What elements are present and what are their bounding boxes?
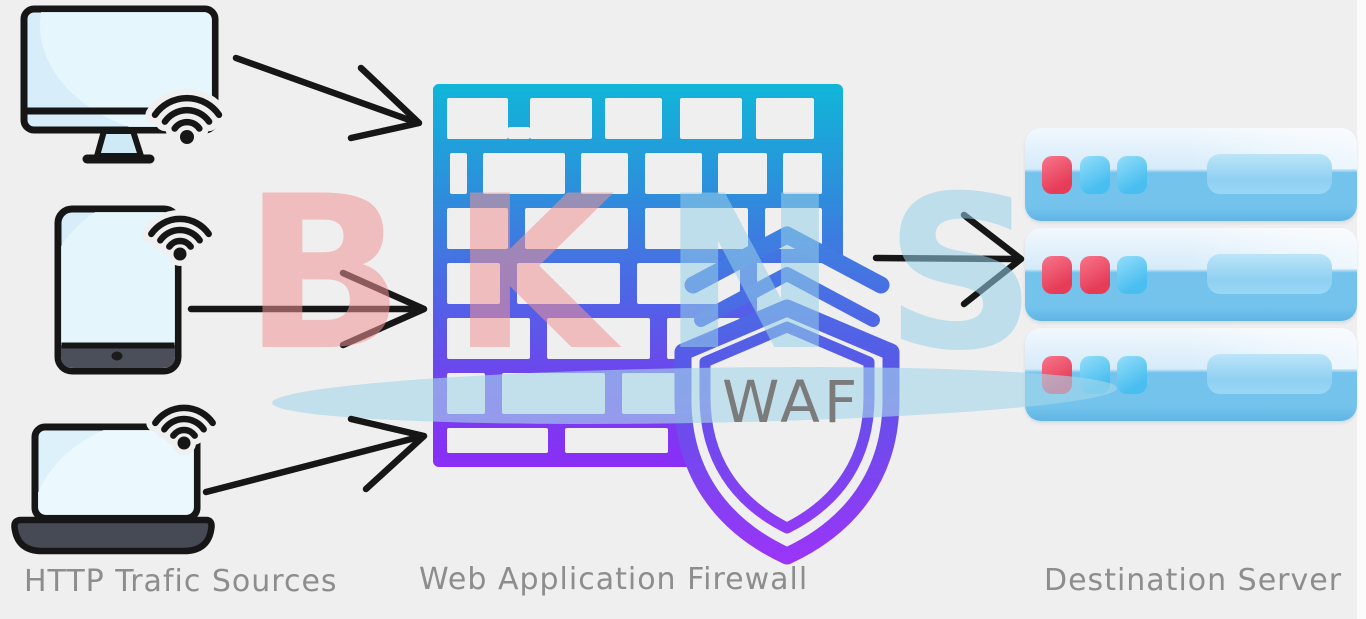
server-unit — [1025, 128, 1357, 221]
server-unit — [1025, 228, 1357, 321]
wifi-icon — [146, 398, 222, 455]
wall-brick-gap — [565, 428, 668, 453]
wall-brick-gap — [756, 98, 814, 139]
server-vent-slot — [1207, 254, 1332, 294]
watermark-letter: K — [450, 150, 661, 397]
wall-brick-gap — [680, 98, 742, 139]
wall-brick-gap — [447, 428, 548, 453]
arrow-laptop-to-firewall — [202, 415, 428, 496]
server-led-blue — [1117, 356, 1147, 394]
server-vent-slot — [1207, 354, 1332, 394]
server-led-blue — [1080, 156, 1110, 194]
destination-label: Destination Server — [1044, 563, 1343, 598]
wifi-icon — [145, 88, 229, 150]
server-led-blue — [1117, 256, 1147, 294]
server-led-red — [1042, 156, 1072, 194]
wall-brick-gap — [508, 127, 530, 139]
sources-label: HTTP Trafic Sources — [24, 564, 338, 599]
wall-brick-gap — [447, 98, 508, 139]
right-gutter — [1357, 0, 1366, 619]
server-vent-slot — [1207, 154, 1332, 194]
server-led-red — [1080, 256, 1110, 294]
wifi-icon — [142, 209, 218, 266]
arrow-desktop-to-firewall — [232, 54, 423, 142]
watermark-letter: B — [243, 150, 451, 397]
server-led-red — [1042, 256, 1072, 294]
watermark-letter: S — [884, 150, 1083, 397]
server-led-blue — [1117, 156, 1147, 194]
watermark-text: BKNS — [243, 168, 1083, 380]
firewall-label: Web Application Firewall — [419, 562, 809, 597]
wall-brick-gap — [530, 98, 592, 139]
desktop-computer-icon — [20, 5, 229, 164]
wall-brick-gap — [605, 98, 662, 139]
watermark-letter: N — [660, 150, 885, 397]
